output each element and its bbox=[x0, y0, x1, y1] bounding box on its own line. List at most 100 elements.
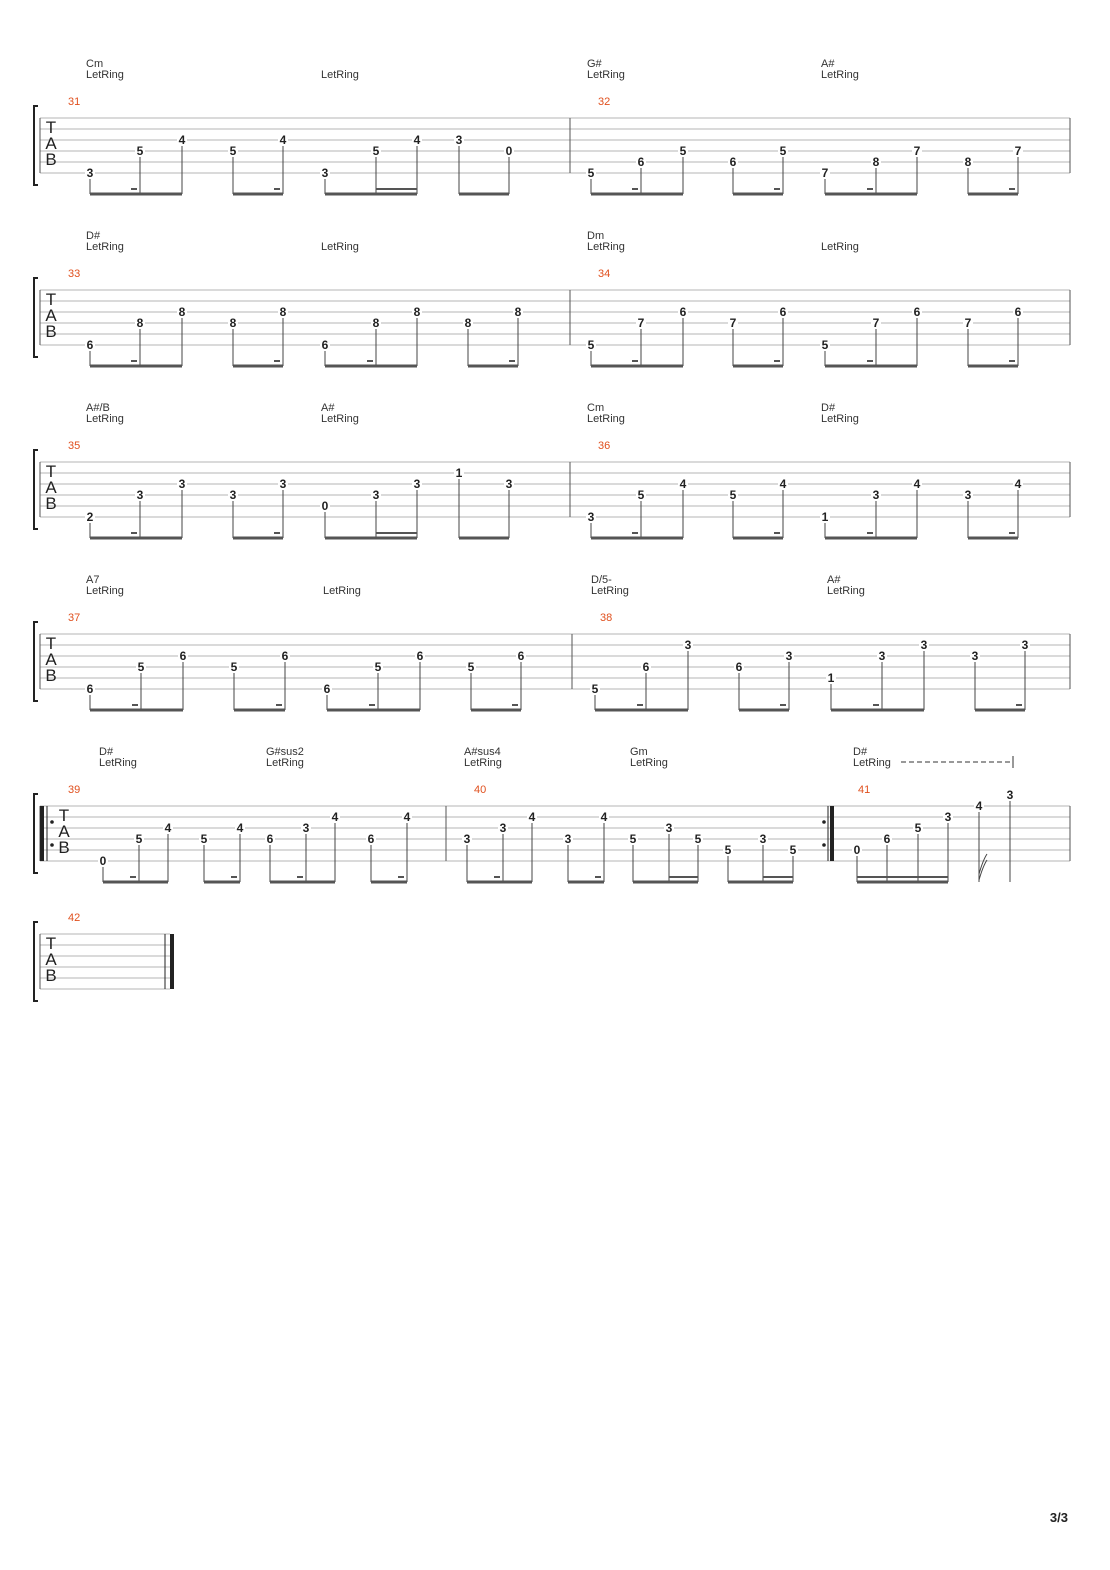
fret-number: 8 bbox=[230, 316, 237, 330]
fret-number: 3 bbox=[760, 832, 767, 846]
fret-bg bbox=[728, 316, 738, 327]
fret-number: 3 bbox=[414, 477, 421, 491]
chord-name: Cm bbox=[86, 58, 103, 70]
fret-bg bbox=[278, 305, 288, 316]
let-ring-label: LetRing bbox=[266, 757, 304, 769]
fret-number: 3 bbox=[506, 477, 513, 491]
chord-name: A# bbox=[821, 58, 835, 70]
fret-bg bbox=[229, 660, 239, 671]
fret-number: 6 bbox=[730, 155, 737, 169]
let-ring-label: LetRing bbox=[86, 585, 124, 597]
fret-number: 3 bbox=[500, 821, 507, 835]
fret-bg bbox=[778, 305, 788, 316]
fret-number: 6 bbox=[417, 649, 424, 663]
repeat-dot bbox=[822, 843, 826, 847]
fret-number: 3 bbox=[1007, 788, 1014, 802]
fret-bg bbox=[199, 832, 209, 843]
fret-bg bbox=[280, 649, 290, 660]
fret-number: 3 bbox=[456, 133, 463, 147]
fret-number: 6 bbox=[914, 305, 921, 319]
fret-number: 7 bbox=[873, 316, 880, 330]
fret-bg bbox=[320, 166, 330, 177]
fret-number: 3 bbox=[945, 810, 952, 824]
fret-bg bbox=[590, 682, 600, 693]
fret-bg bbox=[586, 510, 596, 521]
fret-number: 5 bbox=[822, 338, 829, 352]
fret-number: 3 bbox=[565, 832, 572, 846]
fret-bg bbox=[516, 649, 526, 660]
fret-number: 5 bbox=[790, 843, 797, 857]
fret-bg bbox=[820, 510, 830, 521]
fret-bg bbox=[228, 144, 238, 155]
fret-number: 4 bbox=[1015, 477, 1022, 491]
fret-bg bbox=[463, 316, 473, 327]
fret-number: 3 bbox=[179, 477, 186, 491]
tab-clef-t: T bbox=[59, 806, 69, 825]
measure-number: 37 bbox=[68, 612, 80, 624]
fret-bg bbox=[371, 488, 381, 499]
fret-bg bbox=[322, 682, 332, 693]
fret-bg bbox=[228, 488, 238, 499]
chord-name: D# bbox=[99, 746, 114, 758]
fret-bg bbox=[693, 832, 703, 843]
fret-number: 3 bbox=[972, 649, 979, 663]
fret-number: 4 bbox=[914, 477, 921, 491]
fret-number: 6 bbox=[324, 682, 331, 696]
fret-bg bbox=[599, 810, 609, 821]
fret-number: 6 bbox=[322, 338, 329, 352]
system-bracket bbox=[33, 105, 38, 186]
fret-number: 3 bbox=[1022, 638, 1029, 652]
fret-bg bbox=[1013, 144, 1023, 155]
fret-bg bbox=[135, 316, 145, 327]
chord-name: Cm bbox=[587, 402, 604, 414]
fret-bg bbox=[135, 144, 145, 155]
fret-number: 5 bbox=[730, 488, 737, 502]
tab-clef-b: B bbox=[45, 322, 56, 341]
fret-bg bbox=[963, 155, 973, 166]
let-ring-label: LetRing bbox=[827, 585, 865, 597]
fret-bg bbox=[135, 488, 145, 499]
fret-number: 0 bbox=[100, 854, 107, 868]
fret-number: 3 bbox=[322, 166, 329, 180]
fret-number: 3 bbox=[280, 477, 287, 491]
repeat-dot bbox=[50, 820, 54, 824]
fret-number: 3 bbox=[373, 488, 380, 502]
fret-bg bbox=[871, 155, 881, 166]
fret-number: 5 bbox=[695, 832, 702, 846]
fret-bg bbox=[970, 649, 980, 660]
chord-name: A# bbox=[321, 402, 335, 414]
fret-number: 4 bbox=[179, 133, 186, 147]
fret-bg bbox=[320, 499, 330, 510]
fret-number: 5 bbox=[468, 660, 475, 674]
let-ring-label: LetRing bbox=[587, 69, 625, 81]
fret-number: 3 bbox=[87, 166, 94, 180]
fret-number: 4 bbox=[780, 477, 787, 491]
fret-bg bbox=[320, 338, 330, 349]
system-bracket bbox=[33, 793, 38, 874]
fret-bg bbox=[415, 649, 425, 660]
fret-number: 6 bbox=[780, 305, 787, 319]
fret-number: 4 bbox=[165, 821, 172, 835]
tab-clef-t: T bbox=[46, 118, 56, 137]
fret-bg bbox=[136, 660, 146, 671]
repeat-end-thick-bar bbox=[830, 806, 834, 861]
fret-number: 7 bbox=[638, 316, 645, 330]
fret-bg bbox=[728, 155, 738, 166]
fret-bg bbox=[963, 488, 973, 499]
fret-bg bbox=[586, 166, 596, 177]
fret-bg bbox=[871, 316, 881, 327]
fret-number: 5 bbox=[592, 682, 599, 696]
fret-number: 1 bbox=[456, 466, 463, 480]
fret-bg bbox=[228, 316, 238, 327]
fret-bg bbox=[974, 799, 984, 810]
fret-number: 3 bbox=[873, 488, 880, 502]
page-number: 3/3 bbox=[1049, 1510, 1068, 1525]
fret-number: 3 bbox=[786, 649, 793, 663]
tab-clef-t: T bbox=[46, 290, 56, 309]
fret-number: 5 bbox=[588, 338, 595, 352]
fret-bg bbox=[912, 477, 922, 488]
chord-name: G#sus2 bbox=[266, 746, 304, 758]
fret-bg bbox=[412, 305, 422, 316]
fret-bg bbox=[877, 649, 887, 660]
let-ring-label: LetRing bbox=[464, 757, 502, 769]
